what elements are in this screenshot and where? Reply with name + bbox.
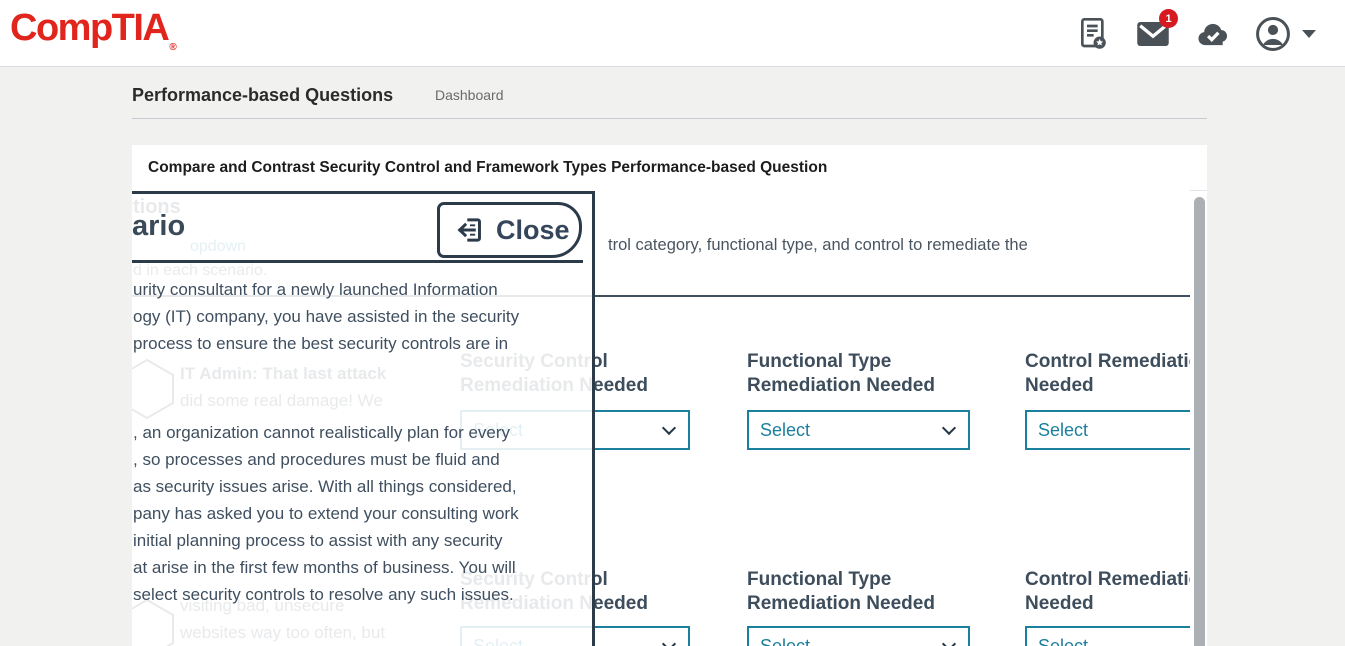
breadcrumb-divider [132, 118, 1207, 119]
cloud-sync-icon[interactable] [1195, 16, 1231, 52]
message-count-badge: 1 [1159, 9, 1178, 28]
functional-type-select-2[interactable]: Select [747, 626, 970, 646]
messages-icon[interactable]: 1 [1135, 9, 1178, 52]
question-scroll-area: trol category, functional type, and cont… [132, 190, 1190, 646]
chevron-down-icon [941, 636, 957, 646]
exit-arrow-icon [457, 218, 481, 242]
scenario-modal [132, 191, 595, 646]
account-icon[interactable] [1255, 16, 1291, 52]
assessments-icon[interactable] [1075, 16, 1111, 52]
chevron-down-icon [941, 420, 957, 436]
registered-mark: ® [169, 42, 176, 53]
section-divider [132, 295, 1190, 297]
instruction-text-fragment: trol category, functional type, and cont… [608, 236, 1028, 254]
functional-type-select-1[interactable]: Select [747, 410, 970, 450]
close-button[interactable]: Close [437, 202, 582, 258]
control-remediation-select-2[interactable]: Select [1025, 626, 1190, 646]
close-button-label: Close [496, 214, 570, 245]
account-menu-caret-icon[interactable] [1301, 29, 1317, 39]
dashboard-link[interactable]: Dashboard [435, 87, 504, 103]
control-remediation-select-1[interactable]: Select [1025, 410, 1190, 450]
top-header: CompTIA® 1 [0, 0, 1345, 67]
comptia-logo: CompTIA® [10, 7, 177, 53]
chevron-down-icon [661, 420, 677, 436]
vertical-scrollbar-thumb[interactable] [1194, 197, 1205, 646]
page-title: Performance-based Questions [132, 85, 394, 105]
question-card-title: Compare and Contrast Security Control an… [148, 159, 828, 176]
chevron-down-icon [661, 636, 677, 646]
